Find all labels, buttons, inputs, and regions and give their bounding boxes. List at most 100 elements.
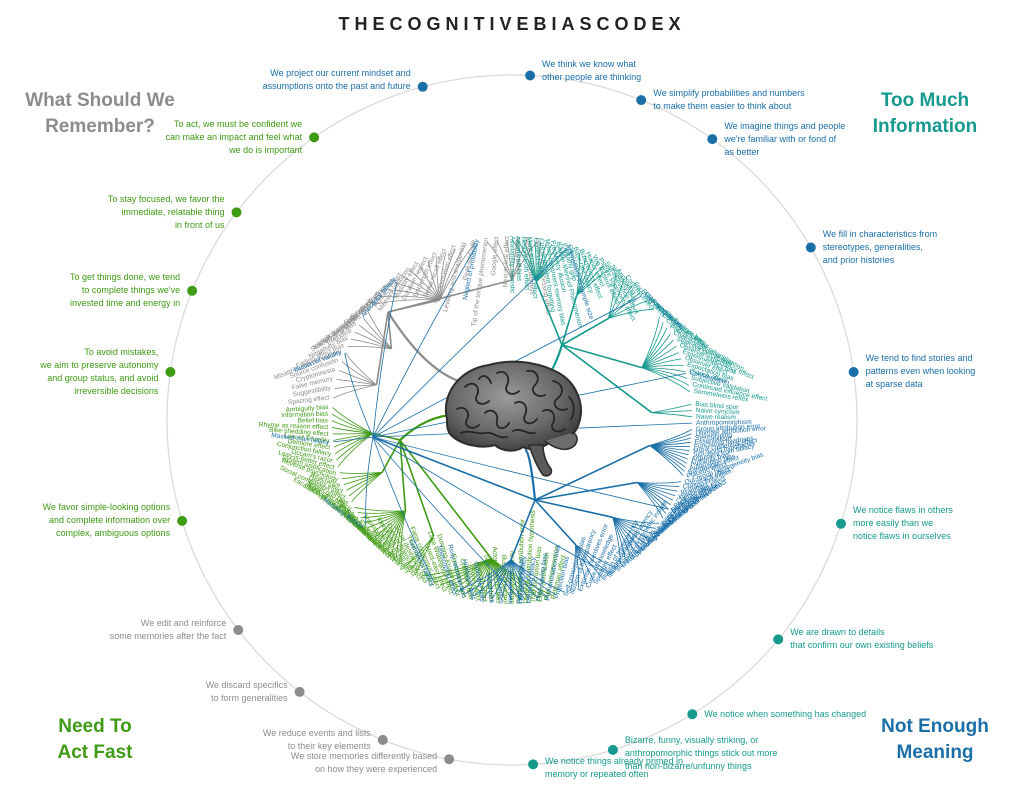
bias-twig [458, 558, 492, 593]
bias-twig [612, 516, 653, 534]
topic-label-line: We favor simple-looking options [42, 502, 171, 513]
bias-twig [351, 472, 383, 502]
bias-twig [641, 367, 688, 379]
bias-twig [364, 510, 406, 523]
topic-dot [233, 625, 244, 635]
bias-twig [490, 558, 520, 601]
bias-twig [608, 285, 633, 319]
quadrant-title-meaning: Not Enough Meaning [850, 714, 1020, 766]
bias-label: Moral luck [485, 573, 495, 604]
bias-twig [343, 472, 383, 485]
bias-twig [536, 250, 574, 283]
bias-twig [416, 535, 435, 573]
bias-label: Naive cynicism [696, 407, 741, 416]
bias-label: Belief bias [298, 417, 329, 424]
tree-branch [510, 499, 536, 561]
bias-twig [641, 345, 677, 368]
topic-dot [707, 134, 718, 145]
topic-label-line: We simplify probabilities and numbers [653, 88, 805, 99]
bias-twig [636, 482, 664, 519]
bias-twig [575, 544, 587, 585]
topic-label-line: notice flaws in ourselves [853, 531, 951, 542]
topic-dot [231, 207, 242, 218]
topic-dot [607, 744, 618, 755]
quadrant-title-line: Remember? [45, 116, 155, 137]
bias-twig [439, 246, 466, 301]
quadrant-title-line: Not Enough [881, 716, 989, 737]
bias-twig [511, 240, 518, 281]
bias-label: Testing effect [513, 236, 521, 275]
bias-twig [374, 299, 440, 305]
quadrant-title-line: Need To [58, 716, 132, 737]
brain-icon [444, 360, 582, 477]
quadrant-title-line: Information [872, 116, 978, 137]
bias-twig [575, 544, 609, 573]
bias-twig [334, 384, 377, 390]
page-title: THECOGNITIVEBIASCODEX [338, 14, 686, 34]
bias-twig [612, 517, 626, 560]
bias-twig [333, 433, 373, 448]
bias-twig [372, 281, 398, 438]
bias-twig [452, 558, 492, 591]
bias-twig [337, 433, 373, 467]
quadrant-title-act-fast: Need To Act Fast [20, 714, 170, 766]
bias-twig [490, 558, 506, 601]
bias-twig [510, 559, 539, 599]
tree-branch [399, 439, 492, 559]
topic-label-line: We project our current mindset and [270, 67, 411, 78]
bias-twig [433, 558, 492, 583]
outer-ring [166, 74, 858, 766]
bias-twig [478, 558, 492, 598]
bias-label: Illusory truth effect [520, 236, 530, 290]
topic-dot [309, 132, 320, 143]
topic-dot [848, 367, 859, 377]
bias-twig [534, 241, 537, 283]
bias-twig [641, 352, 680, 368]
topic-label-line: that confirm our own existing beliefs [790, 640, 934, 651]
bias-twig [333, 384, 377, 399]
bias-twig [367, 311, 392, 350]
bias-twig [341, 472, 383, 479]
bias-label: Hot-hand fallacy [518, 555, 528, 604]
bias-twig [332, 433, 373, 435]
bias-twig [372, 248, 567, 438]
bias-twig [332, 407, 373, 434]
bias-twig [576, 258, 593, 296]
bias-twig [649, 445, 684, 476]
bias-twig [439, 243, 475, 301]
topic-label-line: We fill in characteristics from [822, 229, 938, 239]
bias-twig [608, 300, 648, 319]
bias-twig [346, 472, 383, 491]
bias-twig [465, 558, 492, 595]
topic-label-line: and prior histories [822, 255, 895, 265]
topic-label-line: memory or repeated often [545, 769, 649, 780]
topic-label-line: and group status, and avoid [47, 372, 159, 383]
quadrant-title-line: Too Much [880, 90, 970, 111]
bias-twig [338, 370, 377, 386]
topic-label-line: than non-bizarre/unfunny things [624, 761, 752, 772]
bias-label: Stereotyping [695, 431, 733, 442]
topic-label-line: To avoid mistakes, [84, 346, 159, 357]
bias-twig [637, 482, 680, 487]
tree-branch [534, 499, 577, 546]
bias-twig [436, 256, 441, 301]
bias-twig [575, 544, 595, 581]
bias-twig [396, 510, 406, 559]
quadrant-title-line: Act Fast [57, 742, 133, 763]
bias-twig [354, 331, 392, 350]
bias-label: Bike-shedding effect [269, 426, 329, 438]
bias-twig [510, 559, 548, 597]
topic-label-line: We are drawn to details [790, 627, 885, 638]
tree-branch [381, 439, 401, 473]
bias-twig [336, 379, 377, 386]
topic-label-line: as better [724, 146, 760, 157]
topic-dot [525, 70, 536, 81]
bias-twig [365, 437, 374, 526]
quadrant-title-line: Meaning [896, 742, 974, 763]
